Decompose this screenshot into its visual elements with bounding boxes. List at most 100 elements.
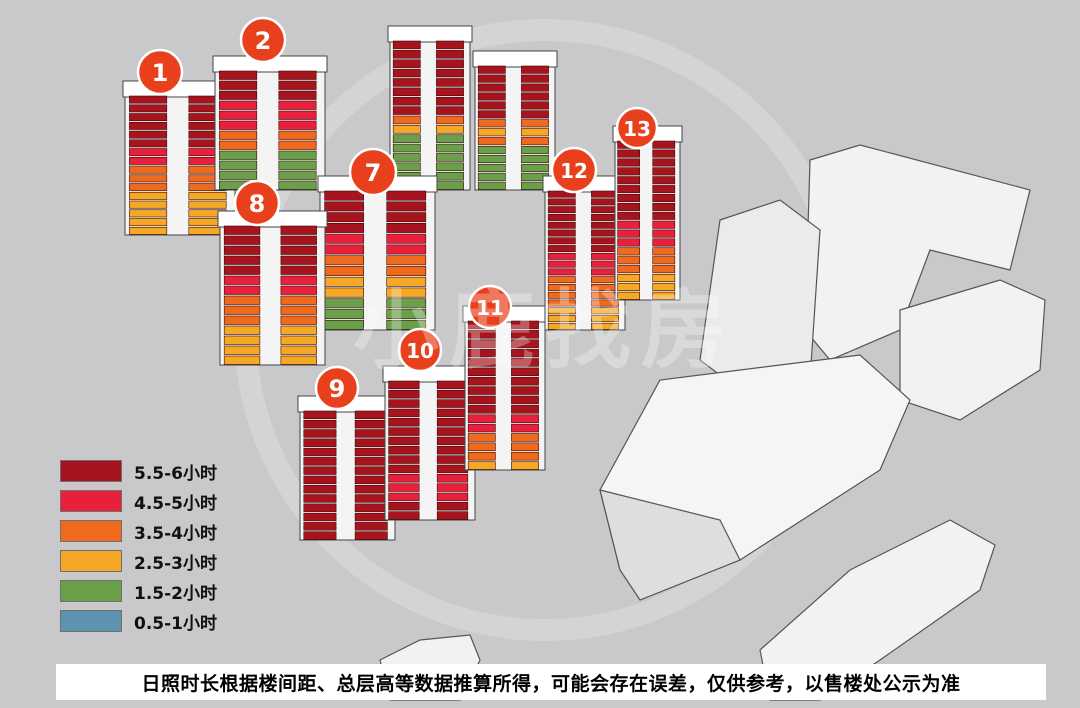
floor-cell: [354, 419, 388, 429]
floor-cell: [617, 282, 640, 291]
floor-cell: [436, 408, 469, 418]
building-badge: [136, 48, 184, 96]
floor-cell: [129, 165, 168, 174]
floor-cell: [223, 335, 261, 345]
floor-cell: [547, 268, 576, 276]
floor-cell: [354, 466, 388, 475]
floor-cell: [511, 320, 539, 330]
floor-cell: [278, 110, 317, 120]
floor-cell: [388, 399, 420, 408]
floor-cell: [392, 50, 421, 59]
floor-cell: [436, 78, 464, 87]
floor-cell: [392, 78, 421, 87]
floor-cell: [388, 474, 420, 483]
floor-cell: [223, 315, 261, 325]
floor-cell: [219, 80, 258, 90]
floor-cell: [324, 255, 365, 266]
floor-cell: [188, 191, 227, 200]
building-badge: [314, 365, 360, 411]
floor-cell: [511, 376, 539, 386]
floor-cell: [591, 315, 619, 323]
floor-cell: [388, 408, 420, 418]
floor-cell: [436, 474, 469, 483]
floor-cell: [223, 285, 261, 295]
floor-cell: [436, 96, 464, 106]
floor-cell: [129, 191, 168, 200]
building-number: 1: [152, 59, 169, 87]
floor-cell: [386, 276, 427, 287]
floor-cell: [219, 100, 258, 110]
floor-cell: [354, 475, 388, 485]
floor-cell: [547, 307, 576, 315]
floor-cell: [477, 92, 506, 101]
legend-label: 2.5-3小时: [134, 553, 217, 574]
floor-cell: [219, 130, 258, 140]
floor-cell: [388, 380, 420, 390]
floor-cell: [511, 461, 539, 470]
floor-cell: [129, 148, 168, 157]
floor-cell: [223, 345, 261, 355]
floor-cell: [617, 211, 640, 220]
floor-cell: [652, 167, 676, 176]
floor-cell: [388, 390, 420, 399]
floor-cell: [354, 457, 388, 466]
floor-cell: [386, 223, 427, 233]
building-1: [122, 80, 238, 236]
floor-cell: [324, 233, 365, 244]
building-number: 10: [406, 339, 434, 363]
floor-cell: [278, 120, 317, 130]
floor-cell: [219, 90, 258, 100]
floor-cell: [303, 438, 337, 447]
floor-cell: [223, 305, 261, 315]
floor-cell: [223, 355, 261, 365]
floor-cell: [386, 255, 427, 266]
floor-cell: [436, 171, 464, 181]
floor-cell: [521, 146, 549, 155]
floor-cell: [388, 418, 420, 427]
floor-cell: [436, 492, 469, 502]
floor-cell: [617, 229, 640, 238]
floor-cell: [386, 266, 427, 276]
floor-cell: [386, 309, 427, 320]
floor-cell: [511, 405, 539, 414]
floor-cell: [129, 95, 168, 104]
floor-cell: [354, 522, 388, 531]
floor-cell: [467, 433, 496, 442]
floor-cell: [354, 429, 388, 438]
floor-cell: [324, 287, 365, 298]
floor-cell: [324, 309, 365, 320]
floor-cell: [278, 150, 317, 160]
legend-label: 0.5-1小时: [134, 613, 217, 634]
floor-cell: [436, 106, 464, 115]
floor-cell: [652, 229, 676, 238]
floor-cell: [436, 40, 464, 50]
floor-cell: [547, 198, 576, 206]
floor-cell: [278, 80, 317, 90]
floor-cell: [436, 50, 464, 59]
floor-cell: [324, 190, 365, 201]
building-badge: [550, 146, 598, 194]
floor-cell: [388, 511, 420, 520]
floor-cell: [436, 455, 469, 464]
floor-cell: [354, 531, 388, 540]
floor-cell: [388, 436, 420, 446]
floor-cell: [436, 143, 464, 153]
floor-cell: [324, 276, 365, 287]
floor-cell: [388, 427, 420, 436]
legend-label: 4.5-5小时: [134, 493, 217, 514]
floor-cell: [511, 423, 539, 433]
floor-cell: [278, 90, 317, 100]
floor-cell: [652, 202, 676, 211]
floor-cell: [652, 274, 676, 283]
floor-cell: [278, 170, 317, 180]
floor-cell: [280, 265, 317, 275]
floor-cell: [436, 380, 469, 390]
floor-cell: [521, 101, 549, 110]
floor-cell: [652, 282, 676, 291]
floor-cell: [617, 185, 640, 194]
tower-roof: [472, 50, 558, 68]
floor-cell: [477, 172, 506, 181]
floor-cell: [354, 410, 388, 420]
building-badge: [348, 147, 398, 197]
